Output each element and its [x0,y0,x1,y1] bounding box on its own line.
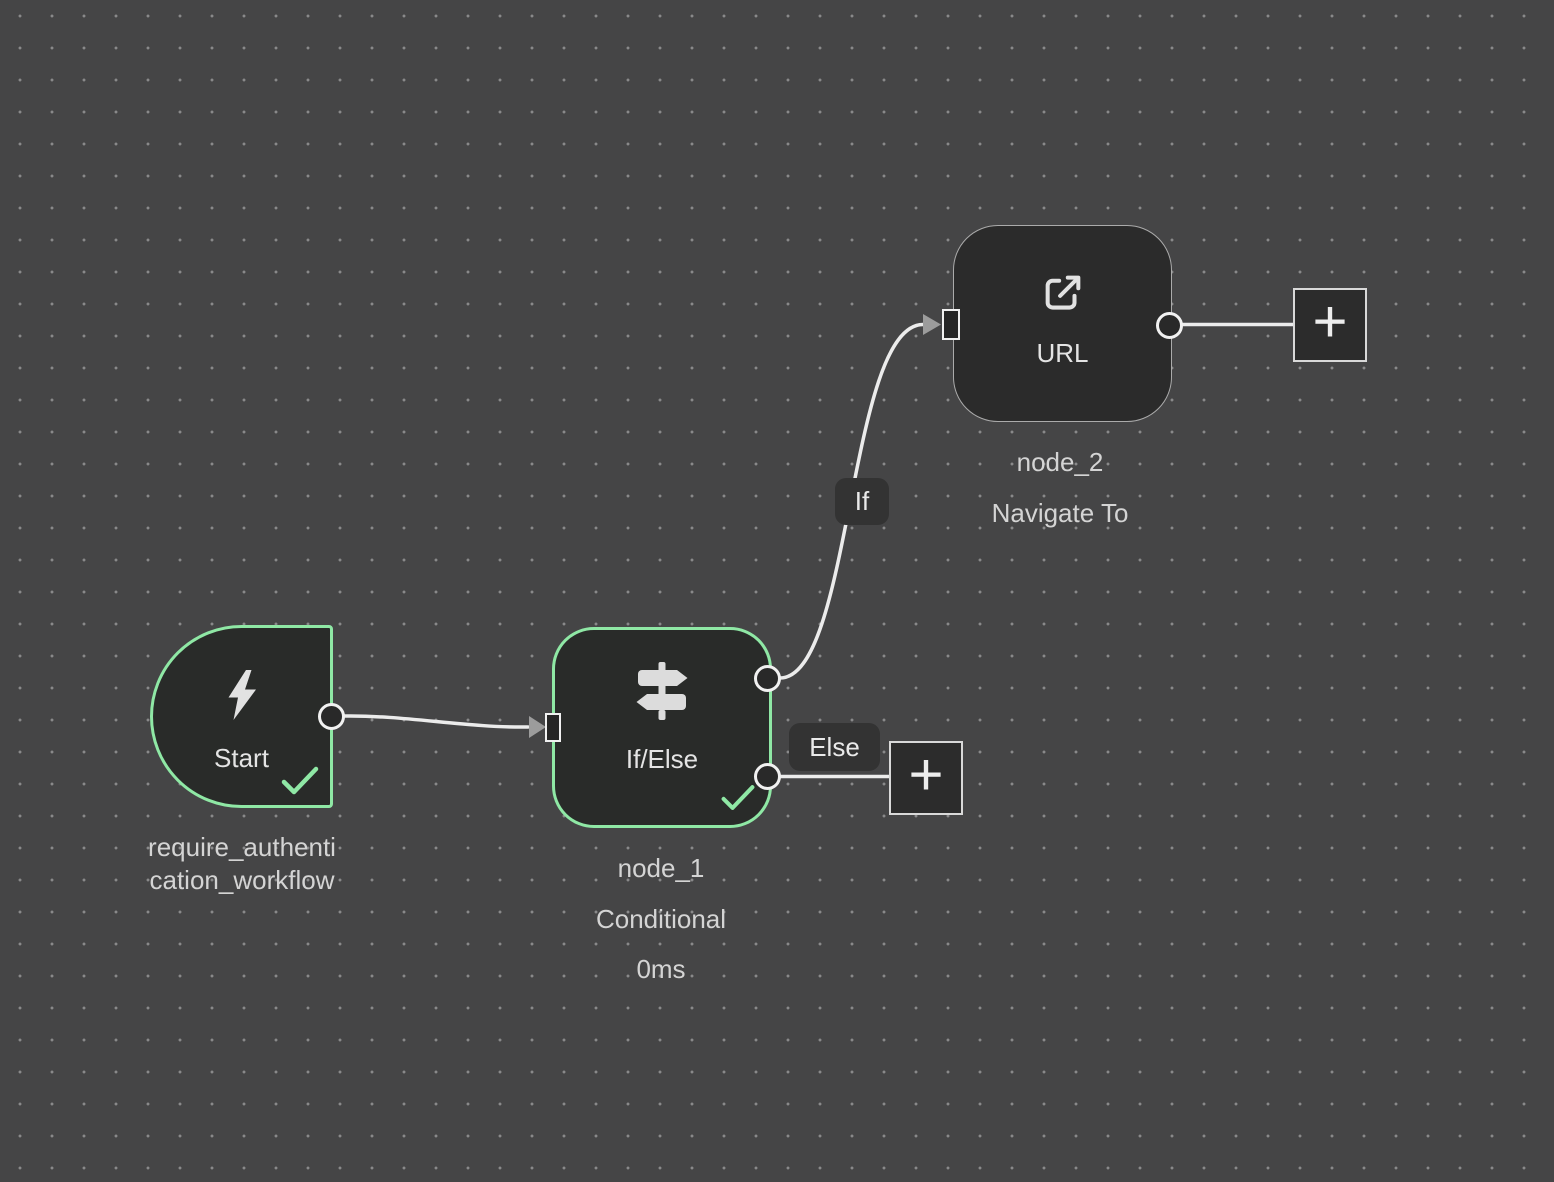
add-node-button-after-else[interactable]: + [889,741,963,815]
url-input-handle[interactable] [942,309,960,340]
start-output-handle[interactable] [317,702,345,730]
edge-start-arrowhead-icon [529,716,546,738]
url-node-label: node_2 Navigate To [910,437,1210,539]
node-duration: 0ms [636,954,686,984]
add-node-button-after-url[interactable]: + [1293,288,1367,362]
plus-icon: + [1312,288,1348,355]
ifelse-node-label: node_1 Conditional 0ms [511,843,811,995]
start-node-label: require_authenti cation_workflow [148,832,336,895]
ifelse-output-if-handle[interactable] [753,664,781,692]
edge-label-else[interactable]: Else [789,723,880,771]
node-start[interactable]: Start [150,625,333,808]
node-ifelse-title: If/Else [625,744,699,774]
node-ifelse[interactable]: If/Else [552,627,772,828]
plus-icon: + [908,741,944,808]
success-check-icon [721,785,755,810]
edge-label-if[interactable]: If [835,478,889,525]
external-link-icon [1045,275,1080,310]
node-name: node_2 [1016,447,1104,477]
ifelse-input-handle[interactable] [545,713,561,742]
ifelse-output-else-handle[interactable] [753,762,781,790]
node-start-title: Start [214,743,269,773]
node-name: node_1 [617,853,705,883]
node-url[interactable]: URL [953,225,1172,422]
node-type: Conditional [595,903,727,934]
edge-start-to-node1[interactable] [342,714,530,729]
edge-if-arrowhead-icon [923,314,941,335]
lightning-icon [228,670,256,720]
url-output-handle[interactable] [1155,311,1183,339]
node-url-title: URL [1036,338,1089,368]
success-check-icon [281,766,319,795]
node-type: Navigate To [991,498,1129,528]
signpost-icon [636,662,688,720]
